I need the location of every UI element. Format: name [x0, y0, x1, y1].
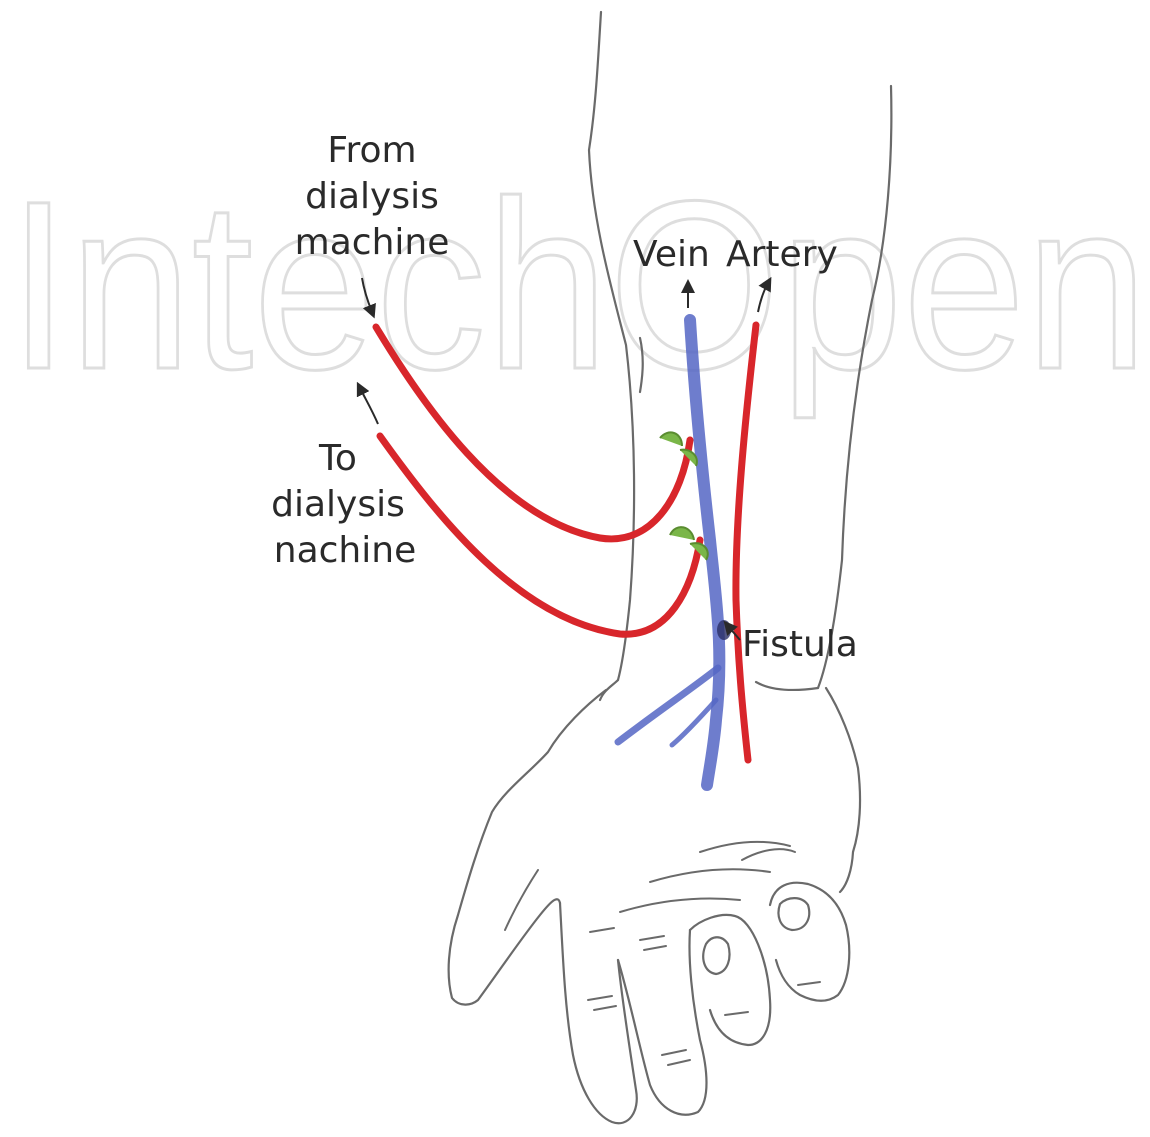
svg-text:dialysis: dialysis: [271, 484, 405, 525]
label-vein: Vein: [633, 234, 710, 275]
fistula-junction: [717, 620, 731, 640]
label-fistula: Fistula: [742, 624, 858, 665]
svg-text:From: From: [327, 130, 416, 171]
label-from-dialysis-machine: From dialysis machine: [295, 130, 450, 263]
svg-text:nachine: nachine: [274, 530, 416, 571]
tube-to-machine: [380, 436, 700, 634]
needle-clamp-lower: [670, 527, 708, 560]
svg-text:To: To: [318, 438, 357, 479]
label-artery: Artery: [726, 234, 838, 275]
watermark-logo: IntechOpen: [8, 151, 1148, 419]
svg-text:machine: machine: [295, 222, 450, 263]
svg-text:IntechOpen: IntechOpen: [8, 151, 1148, 419]
svg-text:dialysis: dialysis: [305, 176, 439, 217]
